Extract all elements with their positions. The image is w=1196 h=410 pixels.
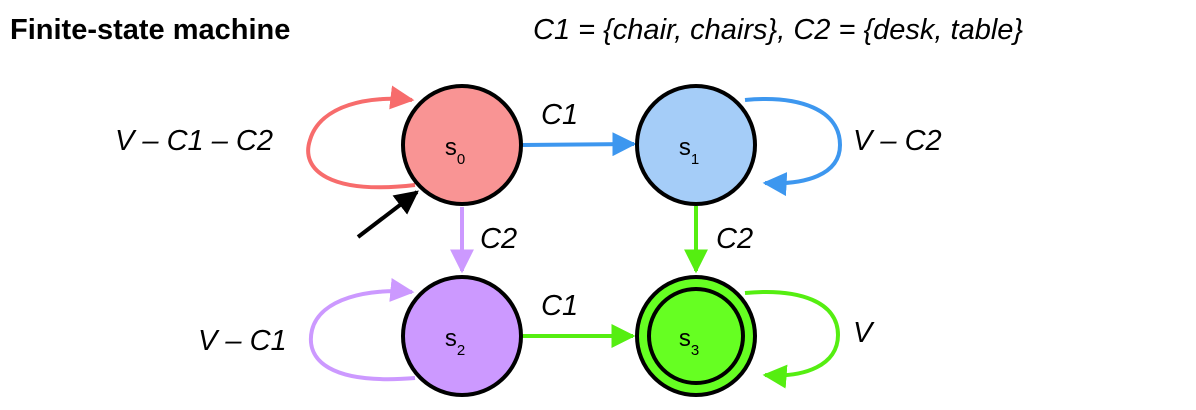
state-s0-index: 0	[457, 151, 465, 168]
state-s1: s1	[635, 84, 757, 206]
transition-s0-s1-label: C1	[541, 99, 578, 131]
transition-s2-s2-label: V – C1	[198, 325, 287, 357]
class-definitions: C1 = {chair, chairs}, C2 = {desk, table}	[533, 14, 1024, 46]
transition-s3-s3-label: V	[853, 317, 875, 349]
transition-s0-s1-arrow	[521, 132, 637, 157]
svg-text:s1: s1	[679, 134, 699, 168]
transition-s2-s2-arrow	[308, 278, 416, 382]
state-s2-index: 2	[457, 342, 465, 359]
state-s0-name: s	[445, 134, 457, 161]
state-s3-name: s	[679, 325, 691, 352]
state-s2: s2	[401, 275, 523, 397]
svg-text:s3: s3	[679, 325, 699, 359]
state-s0: s0	[401, 84, 523, 206]
transition-s0-s2-label: C2	[480, 223, 517, 255]
transition-s0-s0-label: V – C1 – C2	[115, 125, 273, 157]
transition-s1-s1-arrow	[744, 97, 843, 197]
svg-text:s2: s2	[445, 325, 465, 359]
svg-text:s0: s0	[445, 134, 465, 168]
accepting-ring	[647, 287, 745, 385]
transition-s1-s1-label: V – C2	[853, 125, 942, 157]
transition-s3-s3-arrow	[744, 290, 841, 389]
page-title: Finite-state machine	[10, 14, 291, 46]
transition-s0-s0-arrow	[306, 85, 416, 190]
start-arrow	[356, 190, 419, 239]
state-s1-index: 1	[691, 151, 699, 168]
transition-s2-s3-label: C1	[541, 290, 578, 322]
state-s3-index: 3	[691, 342, 699, 359]
state-s3: s3	[635, 275, 757, 397]
state-s2-name: s	[445, 325, 457, 352]
transition-s1-s3-label: C2	[716, 223, 753, 255]
state-s1-name: s	[679, 134, 691, 161]
